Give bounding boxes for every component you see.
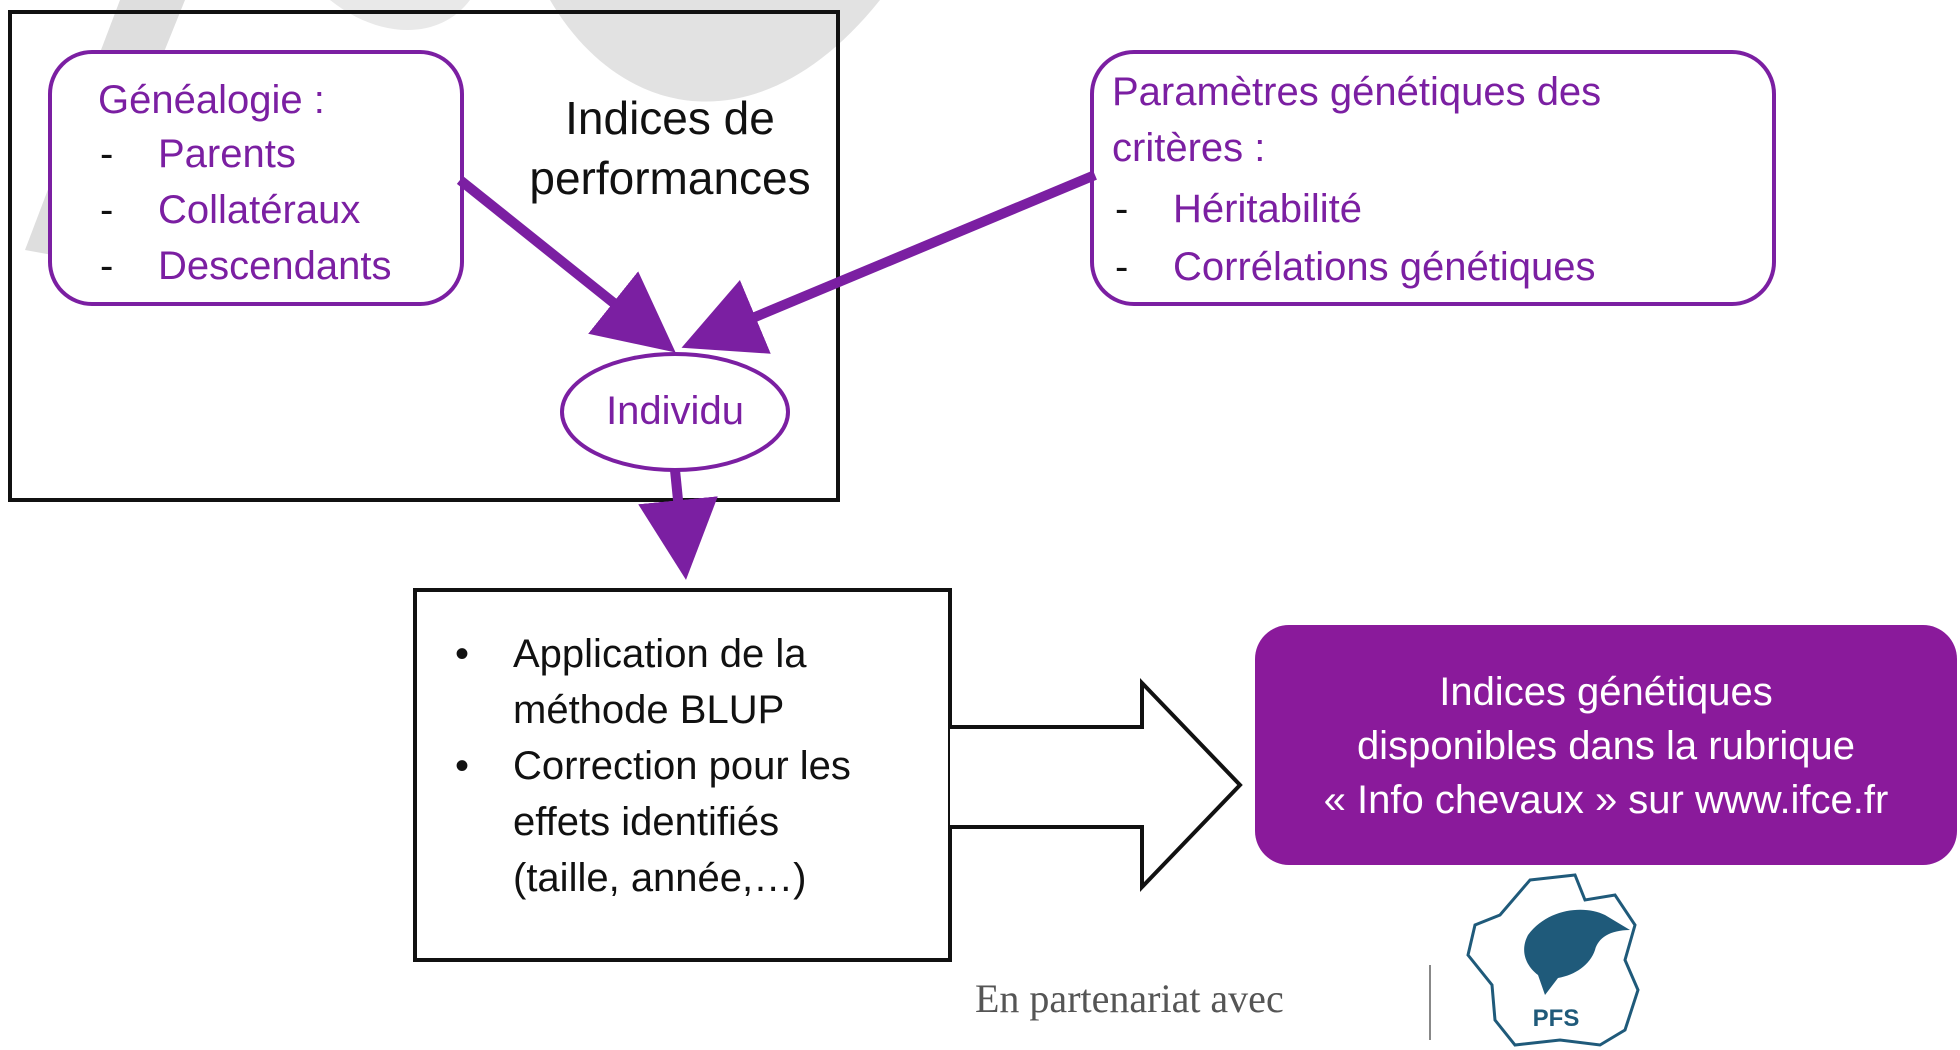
method-item-line: méthode BLUP: [513, 688, 785, 732]
partner-text: En partenariat avec: [975, 976, 1284, 1021]
dash-marker: -: [100, 188, 114, 232]
list-item: • Correction pour les effets identifiés …: [455, 738, 935, 906]
performance-label: Indices de performances: [505, 88, 835, 208]
watermark-swoosh: [330, 0, 470, 30]
method-item-blup: Application de la méthode BLUP: [513, 626, 807, 738]
arrow-genealogy-to-individual: [456, 176, 676, 353]
method-item-line: effets identifiés: [513, 800, 780, 844]
outer-frame: [8, 10, 840, 502]
genealogy-item-descendants: Descendants: [158, 244, 392, 288]
pfs-logo-letters: PFS: [1532, 1005, 1580, 1032]
method-item-correction: Correction pour les effets identifiés (t…: [513, 738, 851, 906]
list-item: - Descendants: [100, 238, 391, 294]
arrow-individual-to-method: [638, 469, 718, 580]
bullet-marker: •: [455, 632, 470, 676]
parameters-title-line-1: Paramètres génétiques des: [1112, 70, 1602, 114]
method-item-line: Application de la: [513, 632, 807, 676]
list-item: - Parents: [100, 126, 391, 182]
genealogy-title: Généalogie :: [98, 78, 325, 122]
method-list: • Application de la méthode BLUP • Corre…: [455, 626, 935, 906]
result-line-3: « Info chevaux » sur www.ifce.fr: [1323, 778, 1889, 822]
parameters-item-correlations: Corrélations génétiques: [1173, 245, 1596, 289]
performance-line-1: Indices de: [565, 92, 775, 144]
parameters-list: - Héritabilité - Corrélations génétiques: [1115, 180, 1595, 296]
horse-head: [1524, 909, 1630, 995]
result-text: Indices génétiques disponibles dans la r…: [1255, 665, 1957, 827]
list-item: - Collatéraux: [100, 182, 391, 238]
bullet-marker: •: [455, 744, 470, 788]
result-line-2: disponibles dans la rubrique: [1356, 724, 1856, 768]
method-item-line: (taille, année,…): [513, 856, 807, 900]
dash-marker: -: [1115, 187, 1129, 231]
arrow-parameters-to-individual: [681, 170, 1097, 354]
performance-line-2: performances: [529, 152, 811, 204]
list-item: - Héritabilité: [1115, 180, 1595, 238]
watermark-arc-right: [550, 0, 880, 102]
genealogy-list: - Parents - Collatéraux - Descendants: [100, 126, 391, 294]
individual-label: Individu: [606, 389, 744, 433]
genealogy-item-parents: Parents: [158, 132, 296, 176]
parameters-item-heritability: Héritabilité: [1173, 187, 1362, 231]
pfs-horse-logo-icon: [1466, 873, 1640, 1047]
dash-marker: -: [100, 244, 114, 288]
genealogy-item-collaterals: Collatéraux: [158, 188, 361, 232]
parameters-title: Paramètres génétiques des critères :: [1112, 64, 1601, 176]
block-arrow-to-result: [950, 678, 1243, 892]
dash-marker: -: [100, 132, 114, 176]
parameters-title-line-2: critères :: [1112, 126, 1266, 170]
result-line-1: Indices génétiques: [1439, 670, 1773, 714]
result-box: [1255, 625, 1957, 865]
dash-marker: -: [1115, 245, 1129, 289]
method-box: [413, 588, 952, 962]
list-item: • Application de la méthode BLUP: [455, 626, 935, 738]
method-item-line: Correction pour les: [513, 744, 851, 788]
list-item: - Corrélations génétiques: [1115, 238, 1595, 296]
